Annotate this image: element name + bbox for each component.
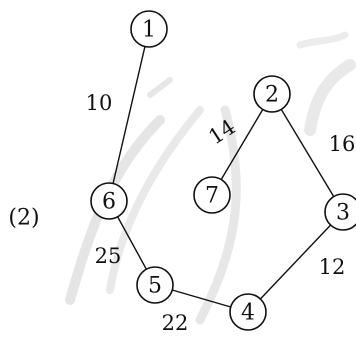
- node-label-5: 5: [148, 274, 162, 299]
- node-label-6: 6: [102, 190, 116, 215]
- edge-weight-6-5: 25: [95, 244, 122, 268]
- edge-weight-1-6: 10: [86, 91, 113, 115]
- node-label-3: 3: [336, 201, 350, 226]
- node-1: 1: [131, 11, 167, 47]
- node-4: 4: [230, 294, 266, 330]
- edge-weight-4-3: 12: [319, 255, 346, 279]
- figure-caption: (2): [8, 206, 39, 231]
- node-3: 3: [325, 194, 356, 230]
- node-label-2: 2: [265, 83, 279, 108]
- node-7: 7: [194, 177, 230, 213]
- edge-1-6: [109, 29, 149, 201]
- node-2: 2: [254, 76, 290, 112]
- node-label-7: 7: [205, 184, 219, 209]
- node-label-1: 1: [142, 18, 156, 43]
- node-6: 6: [91, 183, 127, 219]
- edge-weight-3-2: 16: [329, 132, 356, 156]
- node-5: 5: [137, 267, 173, 303]
- node-label-4: 4: [241, 301, 255, 326]
- edge-weight-5-4: 22: [162, 311, 189, 335]
